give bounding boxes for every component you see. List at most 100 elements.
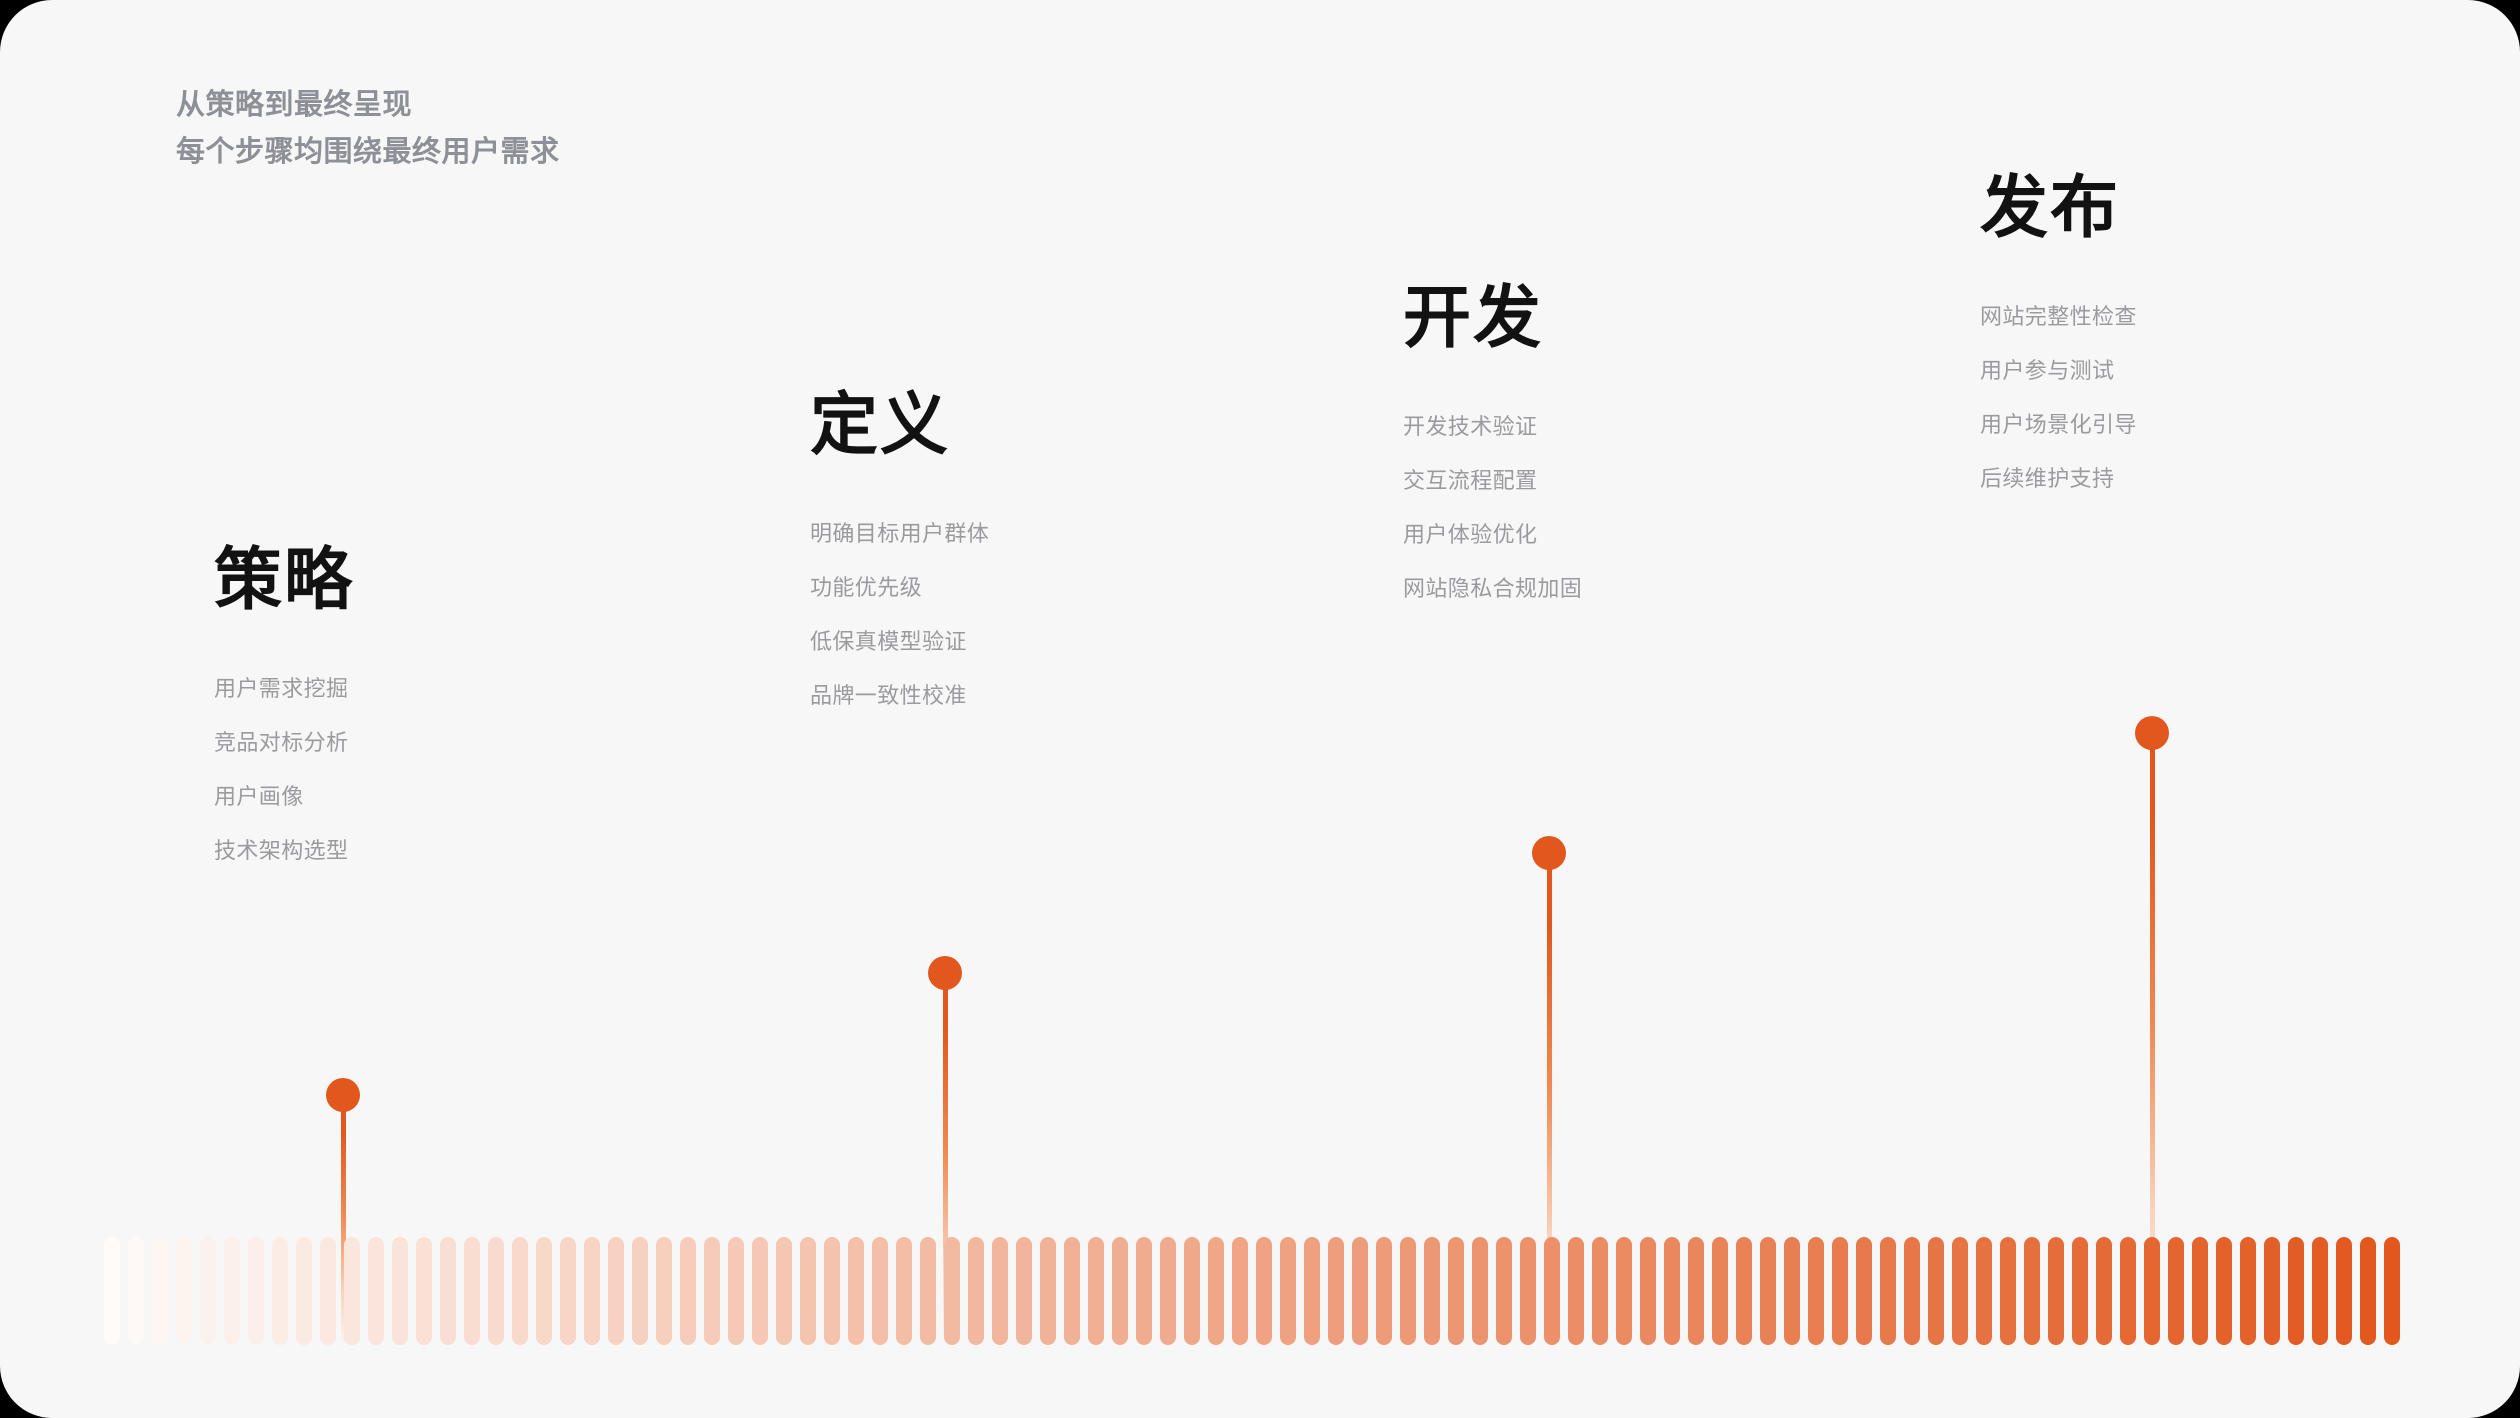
stage-item: 功能优先级: [810, 575, 923, 601]
bar: [392, 1237, 408, 1345]
bar: [1040, 1237, 1056, 1345]
bar: [368, 1237, 384, 1345]
pin-stem: [341, 1095, 346, 1345]
bar: [872, 1237, 888, 1345]
bar: [1952, 1237, 1968, 1345]
bar: [1880, 1237, 1896, 1345]
bar: [752, 1237, 768, 1345]
bar: [224, 1237, 240, 1345]
bar: [2240, 1237, 2256, 1345]
bar: [1808, 1237, 1824, 1345]
bar: [1520, 1237, 1536, 1345]
stage-column-define: 定义 明确目标用户群体 功能优先级 低保真模型验证 品牌一致性校准: [810, 389, 989, 723]
stage-item: 低保真模型验证: [810, 629, 967, 655]
bar: [1448, 1237, 1464, 1345]
bar: [1088, 1237, 1104, 1345]
pin-stem: [1547, 853, 1552, 1345]
stage-column-develop: 开发 开发技术验证 交互流程配置 用户体验优化 网站隐私合规加固: [1403, 282, 1582, 616]
bar: [1400, 1237, 1416, 1345]
bar: [944, 1237, 960, 1345]
bar: [848, 1237, 864, 1345]
bar: [1208, 1237, 1224, 1345]
stage-item: 用户场景化引导: [1980, 412, 2137, 438]
bar: [824, 1237, 840, 1345]
bar: [1424, 1237, 1440, 1345]
bar: [584, 1237, 600, 1345]
bar: [2144, 1237, 2160, 1345]
bar: [536, 1237, 552, 1345]
pin-dot-icon[interactable]: [1532, 836, 1566, 870]
bar: [2336, 1237, 2352, 1345]
stage-column-strategy: 策略 用户需求挖掘 竞品对标分析 用户画像 技术架构选型: [214, 544, 354, 878]
bar: [2384, 1237, 2400, 1345]
bar: [1136, 1237, 1152, 1345]
bar: [1568, 1237, 1584, 1345]
bar: [1664, 1237, 1680, 1345]
stage-items-release: 网站完整性检查 用户参与测试 用户场景化引导 后续维护支持: [1980, 290, 2137, 506]
bar: [1856, 1237, 1872, 1345]
bar: [176, 1237, 192, 1345]
bar: [608, 1237, 624, 1345]
stage-items-define: 明确目标用户群体 功能优先级 低保真模型验证 品牌一致性校准: [810, 507, 989, 723]
bar: [1376, 1237, 1392, 1345]
bar: [2120, 1237, 2136, 1345]
pin-stem: [943, 973, 948, 1345]
bar: [512, 1237, 528, 1345]
bar: [200, 1237, 216, 1345]
bar: [2216, 1237, 2232, 1345]
bar: [488, 1237, 504, 1345]
bar: [2360, 1237, 2376, 1345]
bar: [1832, 1237, 1848, 1345]
pin-dot-icon[interactable]: [2135, 716, 2169, 750]
bar: [320, 1237, 336, 1345]
bar: [1616, 1237, 1632, 1345]
pin-stem: [2150, 733, 2155, 1345]
stage-item: 交互流程配置: [1403, 468, 1538, 494]
stage-item: 开发技术验证: [1403, 414, 1538, 440]
bar: [1592, 1237, 1608, 1345]
stage-items-strategy: 用户需求挖掘 竞品对标分析 用户画像 技术架构选型: [214, 662, 354, 878]
bar: [2096, 1237, 2112, 1345]
bar: [440, 1237, 456, 1345]
header-line-1: 从策略到最终呈现: [176, 89, 413, 121]
stage-item: 后续维护支持: [1980, 466, 2115, 492]
bar: [1232, 1237, 1248, 1345]
stage-item: 竞品对标分析: [214, 730, 349, 756]
bar: [344, 1237, 360, 1345]
header-line-2: 每个步骤均围绕最终用户需求: [176, 135, 560, 168]
stage-item: 明确目标用户群体: [810, 521, 990, 547]
bar: [152, 1237, 168, 1345]
bar: [104, 1237, 120, 1345]
bar: [2048, 1237, 2064, 1345]
bar: [968, 1237, 984, 1345]
bar: [776, 1237, 792, 1345]
bar: [920, 1237, 936, 1345]
pin-dot-icon[interactable]: [928, 956, 962, 990]
bar: [1688, 1237, 1704, 1345]
bar: [1184, 1237, 1200, 1345]
bar-strip: [104, 1237, 2400, 1345]
bar: [248, 1237, 264, 1345]
pin-dot-icon[interactable]: [326, 1078, 360, 1112]
bar: [728, 1237, 744, 1345]
bar: [2192, 1237, 2208, 1345]
bar: [296, 1237, 312, 1345]
bar: [632, 1237, 648, 1345]
stage-item: 用户体验优化: [1403, 522, 1538, 548]
bar: [656, 1237, 672, 1345]
bar: [1160, 1237, 1176, 1345]
bar: [992, 1237, 1008, 1345]
bar: [2072, 1237, 2088, 1345]
bar: [2024, 1237, 2040, 1345]
bar: [2000, 1237, 2016, 1345]
stage-item: 用户画像: [214, 784, 304, 810]
bar: [1760, 1237, 1776, 1345]
bar: [680, 1237, 696, 1345]
bar: [1064, 1237, 1080, 1345]
bar: [1544, 1237, 1560, 1345]
bar: [128, 1237, 144, 1345]
bar: [2312, 1237, 2328, 1345]
bar: [896, 1237, 912, 1345]
bar: [1256, 1237, 1272, 1345]
